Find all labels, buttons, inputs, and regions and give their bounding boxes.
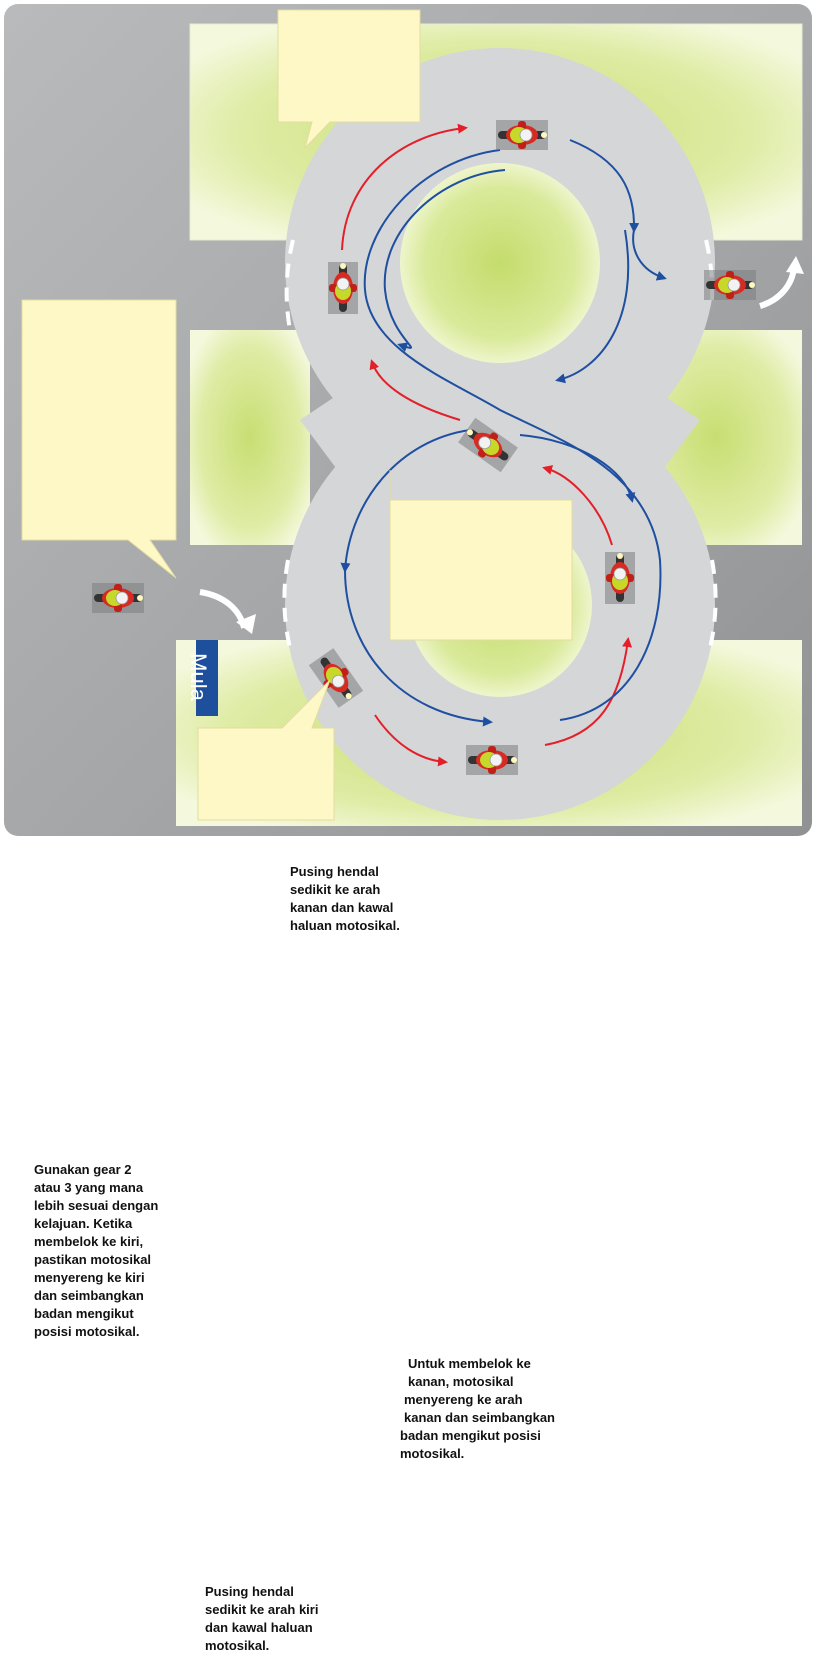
callout-bottom-line: Pusing hendal	[205, 1584, 294, 1599]
motorcycle-right-lower	[604, 551, 636, 605]
callout-right-line: kanan dan seimbangkan	[404, 1410, 555, 1425]
blue-path-figure-eight-a	[363, 149, 662, 721]
callout-bottom-text: Pusing hendal sedikit ke arah kiri dan k…	[205, 1583, 325, 1655]
blue-path-top-right	[569, 139, 640, 233]
dashed-edge-top-left	[284, 239, 295, 331]
callout-left-line: membelok ke kiri,	[34, 1234, 144, 1249]
start-turn-arrow-head	[236, 614, 256, 634]
blue-path-bottom	[344, 569, 493, 727]
callout-left-line: lebih sesuai dengan	[34, 1198, 159, 1213]
figure-eight-diagram: Pusing hendal sedikit ke arah kanan dan …	[4, 4, 812, 1653]
motorcycle-start	[91, 582, 145, 614]
red-path-left-mid	[369, 359, 461, 421]
callout-bubble-bottom	[197, 679, 335, 821]
callout-left-line: Gunakan gear 2	[34, 1162, 132, 1177]
callout-right-line: motosikal.	[400, 1446, 465, 1461]
callout-right-line: badan mengikut posisi	[400, 1428, 541, 1443]
callout-bottom-line: dan kawal haluan	[205, 1620, 313, 1635]
callout-top-line: Pusing hendal	[290, 864, 379, 879]
callout-left-line: atau 3 yang mana	[34, 1180, 144, 1195]
start-label-text: Mula	[186, 653, 211, 701]
red-path-right-mid	[542, 465, 613, 546]
callout-top-text: Pusing hendal sedikit ke arah kanan dan …	[290, 863, 410, 935]
motorcycle-exit	[703, 269, 757, 301]
callout-right-line: kanan, motosikal	[408, 1374, 514, 1389]
callout-right-text: Untuk membelok ke kanan, motosikal menye…	[400, 1355, 570, 1463]
callout-bottom-line: motosikal.	[205, 1638, 270, 1653]
callout-left-line: menyereng ke kiri	[34, 1270, 145, 1285]
blue-path-right-lower	[519, 434, 636, 503]
dashed-edge-bottom-left	[282, 559, 292, 649]
diagram-canvas	[4, 4, 812, 836]
callout-left-text: Gunakan gear 2 atau 3 yang mana lebih se…	[34, 1161, 169, 1341]
callout-left-line: badan mengikut	[34, 1306, 134, 1321]
callout-top-line: sedikit ke arah	[290, 882, 381, 897]
red-path-bottom-left	[374, 714, 448, 767]
callout-right-line: Untuk membelok ke	[408, 1356, 531, 1371]
inner-island-top	[400, 163, 600, 363]
motorcycle-left-upper	[327, 261, 359, 315]
grass-plot-left	[190, 330, 310, 545]
callout-top-line: haluan motosikal.	[290, 918, 400, 933]
blue-path-right-inner	[555, 229, 630, 384]
red-path-top-left	[341, 123, 468, 251]
callout-left-line: posisi motosikal.	[34, 1324, 140, 1339]
exit-turn-arrow-head	[786, 256, 804, 274]
callout-bubble-top	[277, 9, 421, 149]
callout-bubble-left	[21, 299, 177, 579]
motorcycle-top	[495, 119, 549, 151]
motorcycle-bottom	[465, 744, 519, 776]
start-label: Mula	[178, 640, 218, 716]
blue-path-top-inner	[383, 169, 506, 352]
dashed-edge-bottom-right	[708, 559, 718, 649]
start-badge	[196, 640, 218, 716]
blue-path-exit	[632, 229, 667, 281]
callout-bubble-right	[389, 470, 573, 641]
red-path-bottom-right	[544, 637, 633, 746]
callout-top-line: kanan dan kawal	[290, 900, 394, 915]
callout-left-line: pastikan motosikal	[34, 1252, 152, 1267]
callout-left-line: kelajuan. Ketika	[34, 1216, 133, 1231]
callout-right-line: menyereng ke arah	[404, 1392, 523, 1407]
callout-bottom-line: sedikit ke arah kiri	[205, 1602, 319, 1617]
blue-path-left-lower	[340, 429, 471, 573]
callout-left-line: dan seimbangkan	[34, 1288, 144, 1303]
